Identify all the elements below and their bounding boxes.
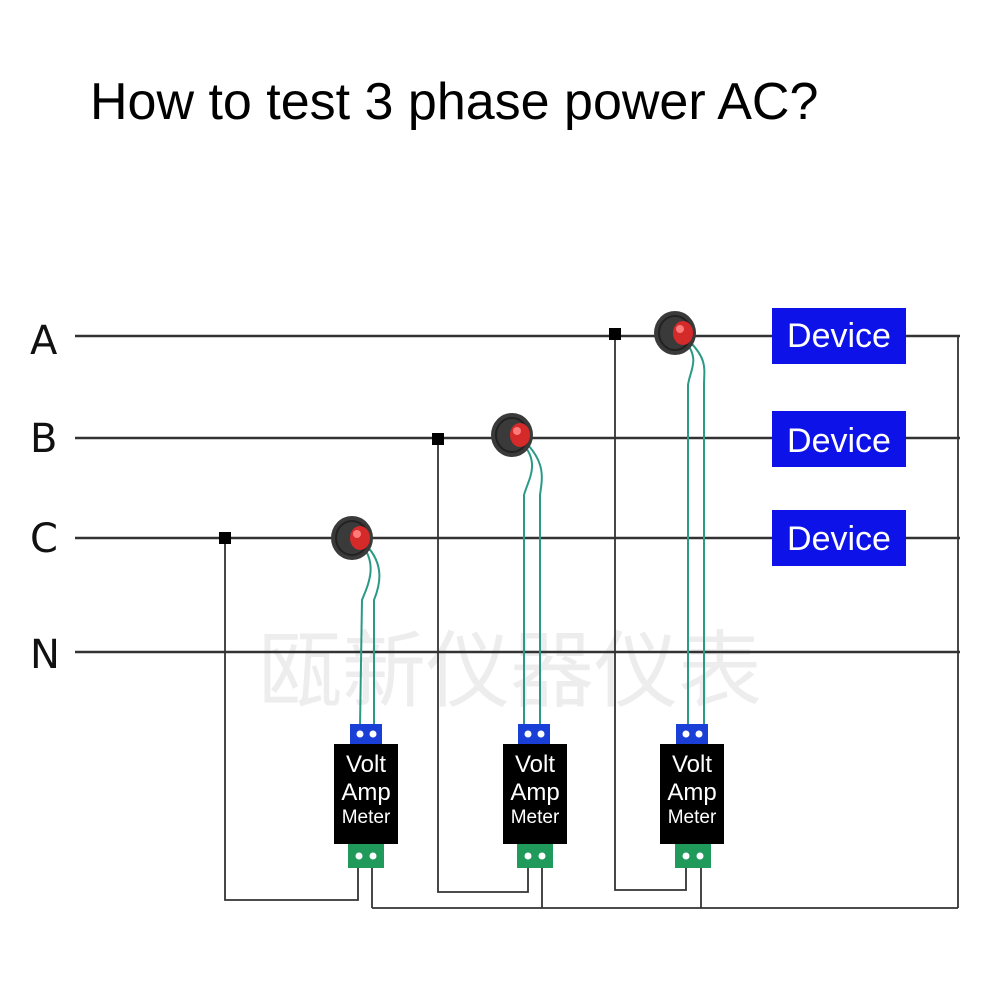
ct-lead-c-2	[365, 544, 381, 726]
watermark-text: 瓯新仪器仪表	[258, 622, 762, 720]
junction-a	[609, 328, 621, 340]
junction-c	[219, 532, 231, 544]
ct-lead-a-2	[689, 341, 706, 726]
meter-1-line-volt: Volt	[346, 751, 386, 778]
device-box-a: Device	[772, 308, 906, 364]
volt-amp-meter-3: Volt Amp Meter	[660, 724, 724, 868]
meter-2-power-terminal	[517, 844, 553, 868]
sense-wire-c	[224, 544, 359, 901]
ct-sensor-a	[654, 311, 696, 355]
meter-1-power-terminal	[348, 844, 384, 868]
meter-2-line-meter: Meter	[511, 807, 560, 828]
phase-label-n: N	[30, 632, 60, 678]
device-label-b: Device	[787, 422, 891, 460]
device-label-c: Device	[787, 520, 891, 558]
ct-lead-b-2	[527, 444, 543, 726]
device-box-c: Device	[772, 510, 906, 566]
device-label-a: Device	[787, 317, 891, 355]
sense-wire-a	[614, 340, 687, 891]
diagram-title: How to test 3 phase power AC?	[90, 73, 819, 131]
ct-sensor-b	[491, 413, 533, 457]
meter-1-line-amp: Amp	[341, 779, 390, 806]
meter-3-line-amp: Amp	[667, 779, 716, 806]
ct-sensor-c	[331, 516, 373, 560]
meter-3-line-meter: Meter	[668, 807, 717, 828]
meter-2-ct-terminal	[518, 724, 550, 744]
device-box-b: Device	[772, 411, 906, 467]
sense-wire-b	[437, 445, 529, 893]
meter-1-line-meter: Meter	[342, 807, 391, 828]
phase-label-c: C	[30, 516, 58, 562]
phase-label-a: A	[30, 318, 58, 364]
meter-3-ct-terminal	[676, 724, 708, 744]
meter-3-power-terminal	[675, 844, 711, 868]
volt-amp-meter-2: Volt Amp Meter	[503, 724, 567, 868]
phase-label-b: B	[30, 416, 57, 462]
meter-1-ct-terminal	[350, 724, 382, 744]
meter-3-line-volt: Volt	[672, 751, 712, 778]
meter-2-line-volt: Volt	[515, 751, 555, 778]
ct-lead-b-1	[523, 444, 534, 726]
meter-2-line-amp: Amp	[510, 779, 559, 806]
junction-b	[432, 433, 444, 445]
volt-amp-meter-1: Volt Amp Meter	[334, 724, 398, 868]
